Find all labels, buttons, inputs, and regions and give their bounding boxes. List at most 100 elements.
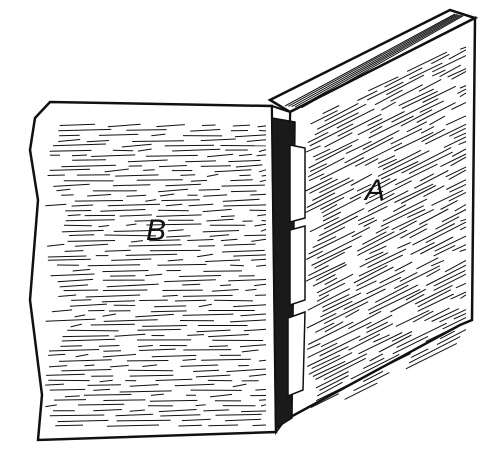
grain-stroke [104,249,131,252]
grain-stroke [135,313,174,318]
grain-stroke [187,239,214,241]
grain-stroke [208,334,249,338]
dovetail-socket-2 [289,225,306,307]
grain-stroke [315,380,356,402]
grain-stroke [156,214,202,217]
grain-stroke [149,239,181,242]
grain-stroke [453,132,467,139]
grain-stroke [426,268,441,278]
grain-stroke [195,404,206,407]
grain-stroke [320,157,365,180]
grain-stroke [357,229,408,256]
grain-stroke [156,124,185,128]
grain-stroke [48,365,68,368]
grain-stroke [458,141,467,146]
grain-stroke [309,163,328,173]
grain-stroke [430,259,445,267]
grain-stroke [405,342,458,370]
grain-stroke [459,46,467,50]
grain-stroke [74,200,124,202]
grain-stroke [139,348,176,351]
grain-stroke [412,310,434,323]
grain-stroke [308,144,353,169]
grain-stroke [377,155,396,164]
grain-stroke [239,174,251,177]
grain-stroke [362,357,385,370]
grain-stroke [400,185,437,204]
grain-stroke [414,284,453,305]
grain-stroke [58,294,77,297]
grain-stroke [421,128,446,143]
grain-stroke [259,179,267,183]
joint-end-grain [270,104,306,435]
grain-stroke [396,322,448,349]
grain-stroke [126,223,137,226]
grain-stroke [115,413,154,417]
grain-stroke [57,419,109,423]
grain-stroke [433,269,466,287]
grain-stroke [107,203,161,207]
grain-stroke [59,134,80,137]
grain-stroke [47,174,65,176]
grain-stroke [200,138,236,142]
grain-stroke [201,358,251,361]
grain-stroke [306,346,349,367]
grain-stroke [222,198,260,202]
grain-stroke [142,325,187,327]
grain-stroke [323,301,369,325]
grain-stroke [246,139,267,142]
grain-stroke [126,129,167,131]
grain-stroke [395,309,430,327]
grain-stroke [356,231,395,252]
grain-stroke [209,345,228,347]
grain-stroke [304,188,355,214]
grain-stroke [151,354,197,358]
grain-stroke [366,314,393,329]
grain-stroke [355,280,377,292]
grain-stroke [195,374,231,378]
grain-stroke [391,208,435,231]
grain-stroke [181,418,211,422]
grain-stroke [423,185,445,198]
grain-stroke [182,294,233,297]
grain-stroke [451,101,467,110]
grain-stroke [68,234,95,236]
grain-stroke [400,109,433,127]
grain-stroke [69,303,108,307]
grain-stroke [357,205,388,222]
grain-stroke [145,154,198,157]
grain-stroke [235,164,263,168]
grain-stroke [442,317,467,330]
grain-stroke [451,70,467,80]
grain-stroke [406,121,428,133]
grain-stroke [324,102,359,122]
grain-stroke [420,126,435,134]
grain-stroke [232,124,251,127]
grain-stroke [365,180,412,205]
grain-stroke [113,229,164,232]
grain-stroke [256,154,267,157]
grain-stroke [143,169,155,171]
grain-stroke [315,264,347,281]
grain-stroke [424,123,467,145]
grain-stroke [309,216,340,233]
grain-stroke [62,335,110,338]
grain-stroke [353,372,390,392]
grain-stroke [397,242,411,249]
grain-stroke [243,328,267,332]
grain-stroke [440,199,458,210]
grain-stroke [71,299,92,301]
grain-stroke [258,169,267,173]
grain-stroke [316,294,330,302]
grain-stroke [228,279,267,282]
grain-stroke [107,123,141,128]
grain-stroke [254,223,267,227]
grain-stroke [65,219,115,222]
grain-stroke [336,108,375,129]
grain-stroke [324,321,344,333]
grain-stroke [425,221,467,244]
grain-stroke [425,264,467,286]
grain-stroke [425,321,467,343]
grain-stroke [188,203,214,207]
